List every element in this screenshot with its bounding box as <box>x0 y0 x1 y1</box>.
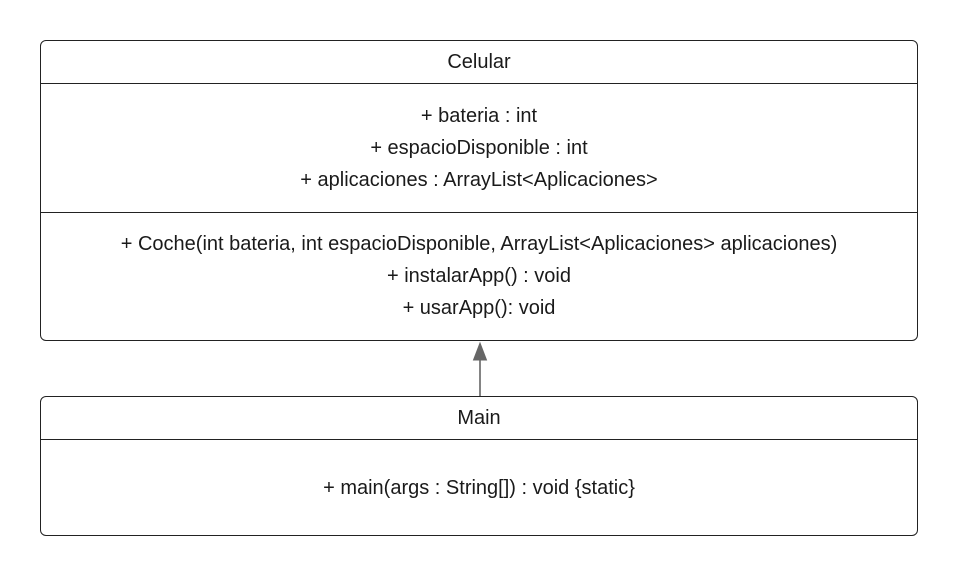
class-main-methods: + main(args : String[]) : void {static} <box>41 440 917 535</box>
attribute-bateria: + bateria : int <box>420 105 538 127</box>
class-celular-methods: + Coche(int bateria, int espacioDisponib… <box>41 213 917 339</box>
class-main-name: Main <box>41 397 917 440</box>
inheritance-arrow-head <box>472 341 488 361</box>
attribute-aplicaciones: + aplicaciones : ArrayList<Aplicaciones> <box>300 169 658 191</box>
method-instalar-app: + instalarApp() : void <box>387 265 571 287</box>
class-celular-name: Celular <box>41 41 917 84</box>
method-main: + main(args : String[]) : void {static} <box>323 476 635 499</box>
class-celular-attributes: + bateria : int + espacioDisponible : in… <box>41 84 917 213</box>
class-main: Main + main(args : String[]) : void {sta… <box>40 396 918 536</box>
method-usar-app: + usarApp(): void <box>402 297 556 319</box>
method-coche-constructor: + Coche(int bateria, int espacioDisponib… <box>120 233 838 255</box>
attribute-espacio-disponible: + espacioDisponible : int <box>370 137 588 159</box>
class-celular: Celular + bateria : int + espacioDisponi… <box>40 40 918 341</box>
